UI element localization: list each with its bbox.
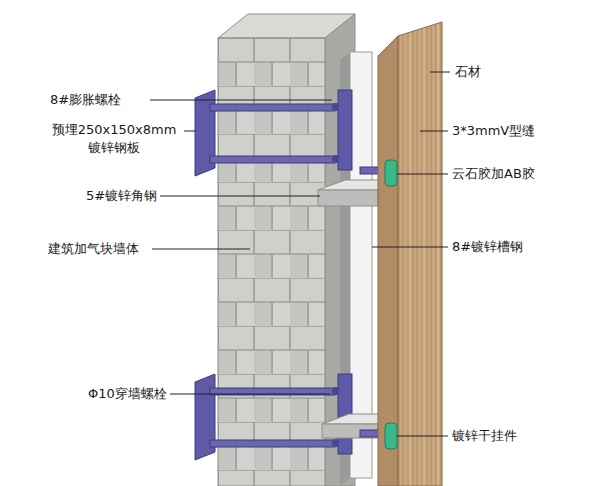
bolt-label: 8#膨胀螺栓 bbox=[50, 91, 121, 109]
dry-hanger bbox=[385, 423, 397, 449]
wall-label: 建筑加气块墙体 bbox=[48, 240, 139, 258]
stone-edge bbox=[378, 36, 398, 486]
leader-lines bbox=[150, 72, 450, 436]
angle-label: 5#镀锌角钢 bbox=[86, 187, 157, 205]
hanger-label: 镀锌干挂件 bbox=[452, 427, 517, 445]
bolt-label: Φ10穿墙螺栓 bbox=[88, 385, 167, 403]
dry-hanger bbox=[385, 160, 397, 186]
stone-label: 石材 bbox=[455, 63, 481, 81]
steel-strap bbox=[210, 440, 335, 447]
steel-strap bbox=[210, 156, 335, 163]
steel-strap bbox=[210, 104, 335, 111]
plate-label: 预埋250x150x8mm 镀锌钢板 bbox=[46, 121, 182, 157]
joint-label: 3*3mmV型缝 bbox=[452, 122, 535, 140]
channel-label: 8#镀锌槽钢 bbox=[452, 238, 523, 256]
stone-face bbox=[398, 22, 442, 486]
glue-label: 云石胶加AB胶 bbox=[452, 165, 535, 183]
